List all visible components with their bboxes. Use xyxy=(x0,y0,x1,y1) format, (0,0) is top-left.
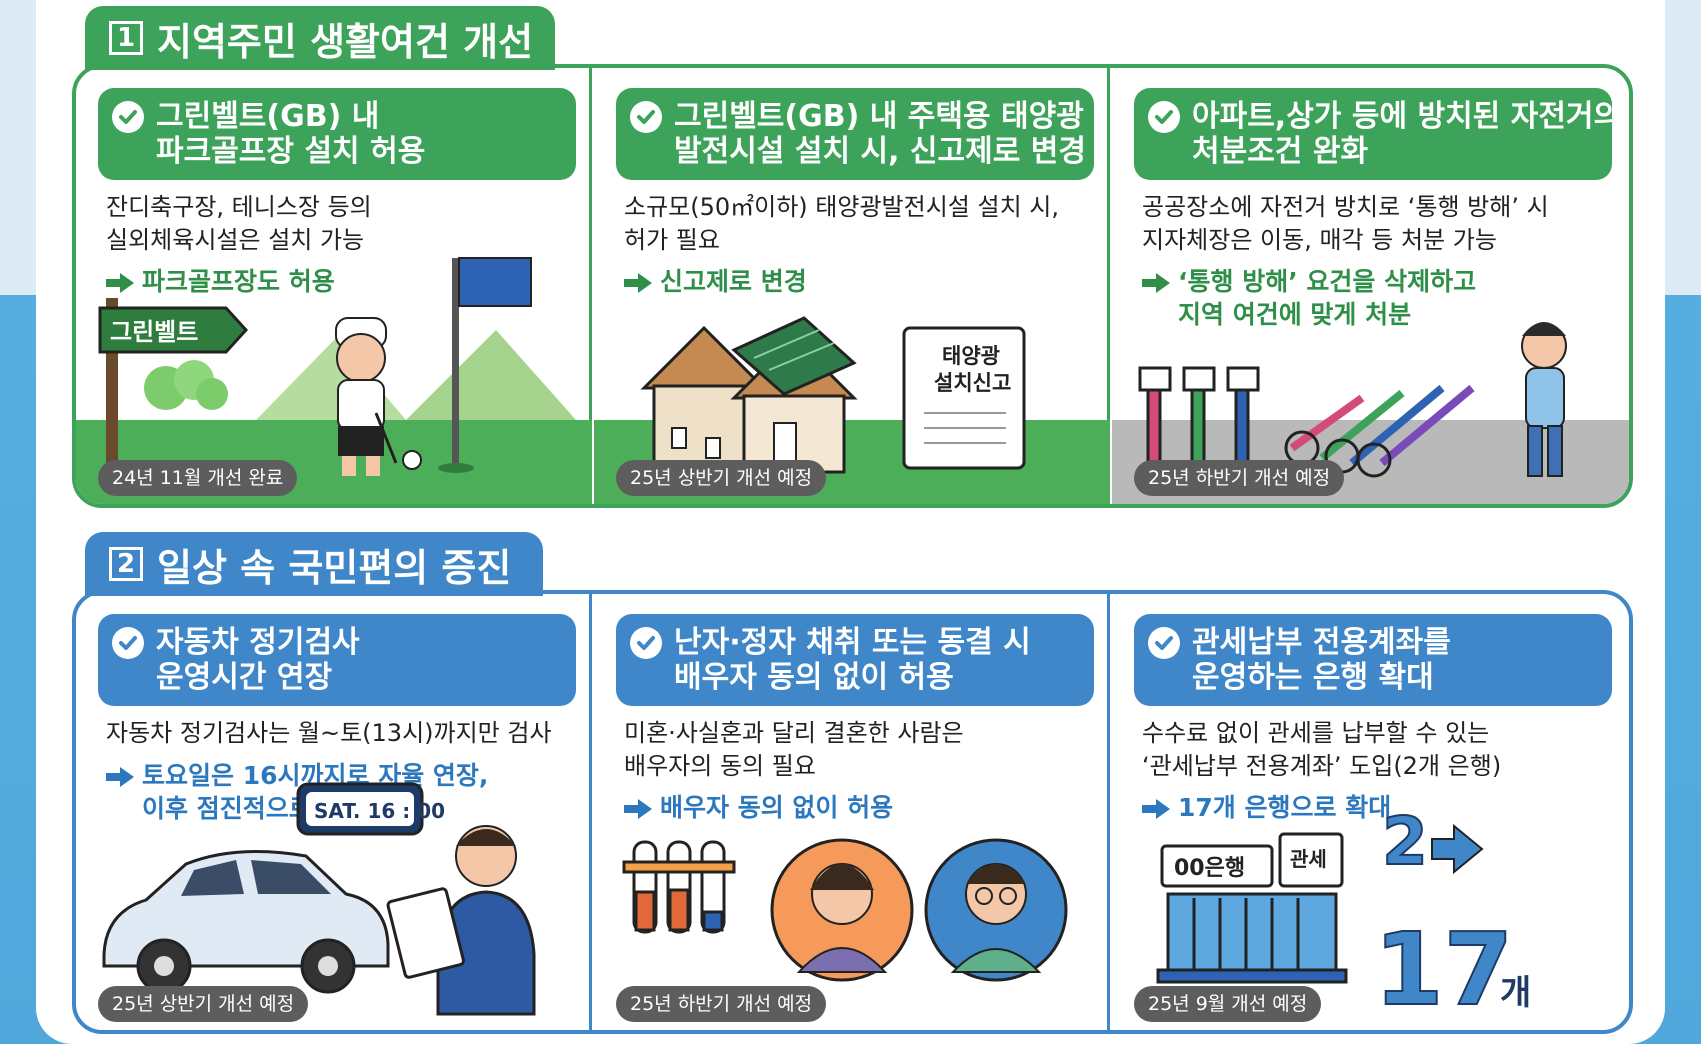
panel-divider xyxy=(1107,68,1110,504)
card-description: 소규모(50㎡이하) 태양광발전시설 설치 시, 허가 필요 xyxy=(624,193,1059,254)
check-icon xyxy=(630,101,662,133)
solar-house-illustration: 태양광 설치신고 xyxy=(594,316,1110,504)
check-icon xyxy=(1148,101,1180,133)
right-arrow-icon xyxy=(106,273,134,293)
right-arrow-icon xyxy=(1142,799,1170,819)
card-description: 공공장소에 자전거 방치로 ‘통행 방해’ 시 지자체장은 이동, 매각 등 처… xyxy=(1142,193,1549,254)
section-title: 일상 속 국민편의 증진 xyxy=(157,545,512,590)
card-result: 배우자 동의 없이 허용 xyxy=(624,791,1094,824)
section-2-frame: 자동차 정기검사 운영시간 연장 자동차 정기검사는 월~토(13시)까지만 검… xyxy=(72,590,1633,1034)
greenbelt-sign-label: 그린벨트 xyxy=(110,318,198,346)
card-vehicle-inspection: 자동차 정기검사 운영시간 연장 자동차 정기검사는 월~토(13시)까지만 검… xyxy=(76,594,592,1030)
panel-divider xyxy=(1107,594,1110,1030)
section-number: 2 xyxy=(109,547,143,581)
card-park-golf: 그린벨트(GB) 내 파크골프장 설치 허용 잔디축구장, 테니스장 등의 실외… xyxy=(76,68,592,504)
check-icon xyxy=(112,101,144,133)
solar-doc-line-1: 태양광 xyxy=(942,344,1000,368)
card-description: 수수료 없이 관세를 납부할 수 있는 ‘관세납부 전용계좌’ 도입(2개 은행… xyxy=(1142,719,1502,780)
status-badge: 24년 11월 개선 완료 xyxy=(98,460,298,496)
status-badge: 25년 9월 개선 예정 xyxy=(1134,986,1322,1022)
card-title: 자동차 정기검사 운영시간 연장 xyxy=(98,614,576,706)
solar-doc-line-2: 설치신고 xyxy=(934,371,1011,395)
card-description: 잔디축구장, 테니스장 등의 실외체육시설은 설치 가능 xyxy=(106,193,372,254)
status-badge: 25년 상반기 개선 예정 xyxy=(616,460,827,496)
right-arrow-icon xyxy=(1142,273,1170,293)
check-icon xyxy=(1148,627,1180,659)
bank-sign-label: 00은행 xyxy=(1174,856,1245,881)
card-title: 난자·정자 채취 또는 동결 시 배우자 동의 없이 허용 xyxy=(616,614,1094,706)
check-icon xyxy=(112,627,144,659)
card-title: 그린벨트(GB) 내 주택용 태양광 발전시설 설치 시, 신고제로 변경 xyxy=(616,88,1094,180)
card-title: 관세납부 전용계좌를 운영하는 은행 확대 xyxy=(1134,614,1612,706)
card-result: 17개 은행으로 확대 xyxy=(1142,791,1612,824)
card-description: 자동차 정기검사는 월~토(13시)까지만 검사 xyxy=(106,719,552,747)
count-to-label: 17 xyxy=(1374,911,1513,1028)
bank-expansion-illustration: 00은행 관세 2 17 개 xyxy=(1156,802,1531,1029)
card-result: ‘통행 방해’ 요건을 삭제하고 지역 여건에 맞게 처분 xyxy=(1142,265,1612,331)
card-solar-report: 그린벨트(GB) 내 주택용 태양광 발전시설 설치 시, 신고제로 변경 소규… xyxy=(594,68,1110,504)
count-unit-label: 개 xyxy=(1500,973,1531,1013)
right-arrow-icon xyxy=(624,799,652,819)
count-from-label: 2 xyxy=(1382,803,1428,880)
section-1-heading: 1 지역주민 생활여건 개선 xyxy=(85,6,555,70)
status-badge: 25년 하반기 개선 예정 xyxy=(1134,460,1345,496)
car-inspection-illustration: SAT. 16 : 00 xyxy=(102,782,536,1016)
card-result: 신고제로 변경 xyxy=(624,265,1094,298)
section-number: 1 xyxy=(109,21,143,55)
park-golf-illustration: 그린벨트 xyxy=(76,257,592,504)
check-icon xyxy=(630,627,662,659)
bicycles-illustration xyxy=(1112,322,1629,504)
card-customs-account: 관세납부 전용계좌를 운영하는 은행 확대 수수료 없이 관세를 납부할 수 있… xyxy=(1112,594,1629,1030)
card-abandoned-bikes: 아파트,상가 등에 방치된 자전거의 처분조건 완화 공공장소에 자전거 방치로… xyxy=(1112,68,1629,504)
card-result: 파크골프장도 허용 xyxy=(106,265,576,298)
customs-sign-label: 관세 xyxy=(1290,847,1327,871)
right-arrow-icon xyxy=(624,273,652,293)
section-1-frame: 그린벨트(GB) 내 파크골프장 설치 허용 잔디축구장, 테니스장 등의 실외… xyxy=(72,64,1633,508)
panel-divider xyxy=(589,68,592,504)
right-arrow-icon xyxy=(106,767,134,787)
test-tubes-couple-illustration xyxy=(622,838,1068,982)
status-badge: 25년 상반기 개선 예정 xyxy=(98,986,309,1022)
status-badge: 25년 하반기 개선 예정 xyxy=(616,986,827,1022)
panel-divider xyxy=(589,594,592,1030)
card-title: 그린벨트(GB) 내 파크골프장 설치 허용 xyxy=(98,88,576,180)
card-title: 아파트,상가 등에 방치된 자전거의 처분조건 완화 xyxy=(1134,88,1621,180)
section-title: 지역주민 생활여건 개선 xyxy=(157,19,534,64)
card-egg-sperm-storage: 난자·정자 채취 또는 동결 시 배우자 동의 없이 허용 미혼·사실혼과 달리… xyxy=(594,594,1110,1030)
section-2-heading: 2 일상 속 국민편의 증진 xyxy=(85,532,543,596)
card-description: 미혼·사실혼과 달리 결혼한 사람은 배우자의 동의 필요 xyxy=(624,719,964,780)
inspection-clock-label: SAT. 16 : 00 xyxy=(314,799,445,823)
